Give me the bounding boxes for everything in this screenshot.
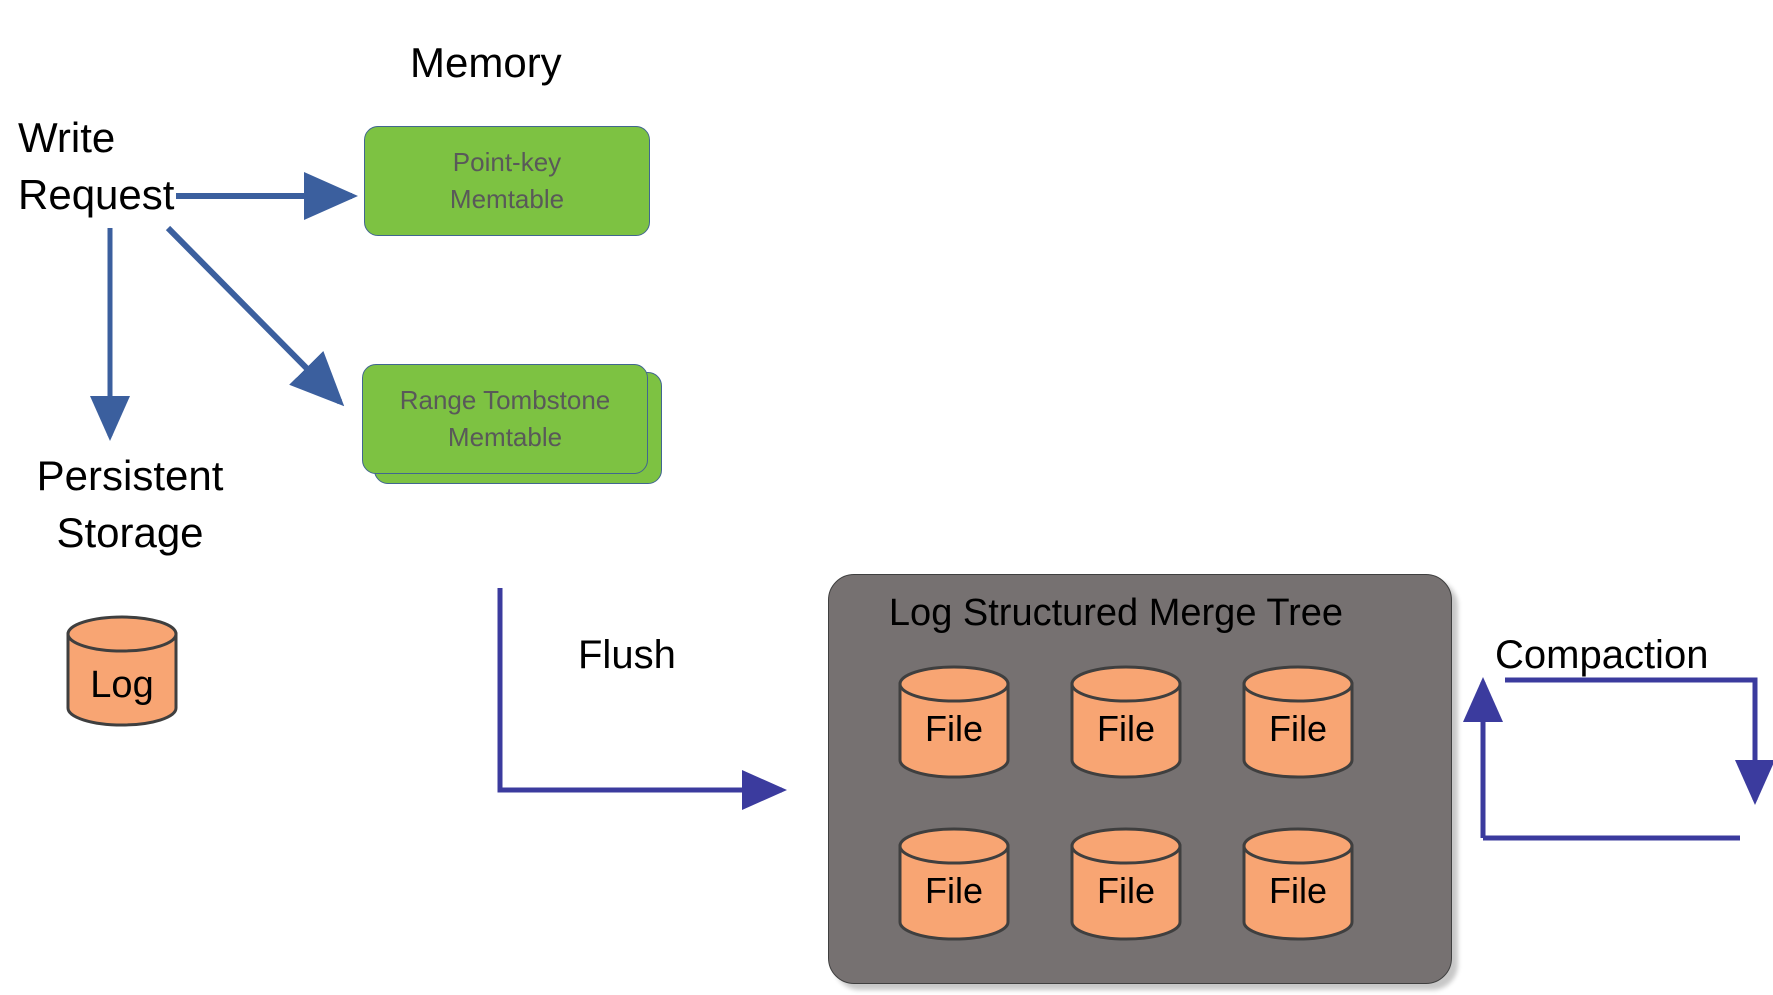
file-cylinder-shape [1070, 665, 1182, 779]
persistent-storage-line-1: Persistent [36, 452, 224, 499]
file-cylinder-shape [898, 665, 1010, 779]
file-cylinder-shape [1242, 827, 1354, 941]
lsm-file-cylinder-3[interactable]: File [1242, 665, 1354, 779]
range-tombstone-memtable-line-1: Range Tombstone [399, 385, 611, 416]
range-tombstone-memtable-line-2: Memtable [447, 422, 563, 452]
arrow-compaction-over-and-down [1505, 677, 1773, 805]
lsm-file-cylinder-6[interactable]: File [1242, 827, 1354, 941]
range-tombstone-memtable-box[interactable]: Range Tombstone Memtable [362, 364, 648, 474]
write-request-line-2: Request [18, 170, 175, 218]
point-key-memtable-label: Point-key Memtable [450, 144, 564, 218]
memory-label: Memory [410, 39, 562, 86]
file-cylinder-shape [1070, 827, 1182, 941]
lsm-file-cylinder-1[interactable]: File [898, 665, 1010, 779]
file-cylinder-shape [1242, 665, 1354, 779]
file-cylinder-shape [898, 827, 1010, 941]
log-cylinder[interactable]: Log [66, 615, 178, 727]
point-key-memtable-line-1: Point-key [452, 147, 562, 178]
write-request-label: Write Request [18, 110, 174, 223]
point-key-memtable-box[interactable]: Point-key Memtable [364, 126, 650, 236]
lsm-file-cylinder-5[interactable]: File [1070, 827, 1182, 941]
range-tombstone-memtable-label: Range Tombstone Memtable [400, 382, 611, 456]
write-request-line-1: Write [18, 114, 116, 161]
compaction-label: Compaction [1495, 633, 1709, 677]
arrow-write-to-range-tombstone-memtable [165, 225, 345, 407]
point-key-memtable-line-2: Memtable [449, 184, 565, 214]
persistent-storage-label: Persistent Storage [20, 448, 240, 561]
arrow-flush [497, 588, 787, 810]
log-cylinder-shape [66, 615, 178, 727]
lsm-file-cylinder-2[interactable]: File [1070, 665, 1182, 779]
lsm-file-cylinder-4[interactable]: File [898, 827, 1010, 941]
persistent-storage-line-2: Storage [56, 508, 204, 556]
lsm-tree-title: Log Structured Merge Tree [888, 592, 1344, 634]
flush-label: Flush [578, 633, 676, 677]
